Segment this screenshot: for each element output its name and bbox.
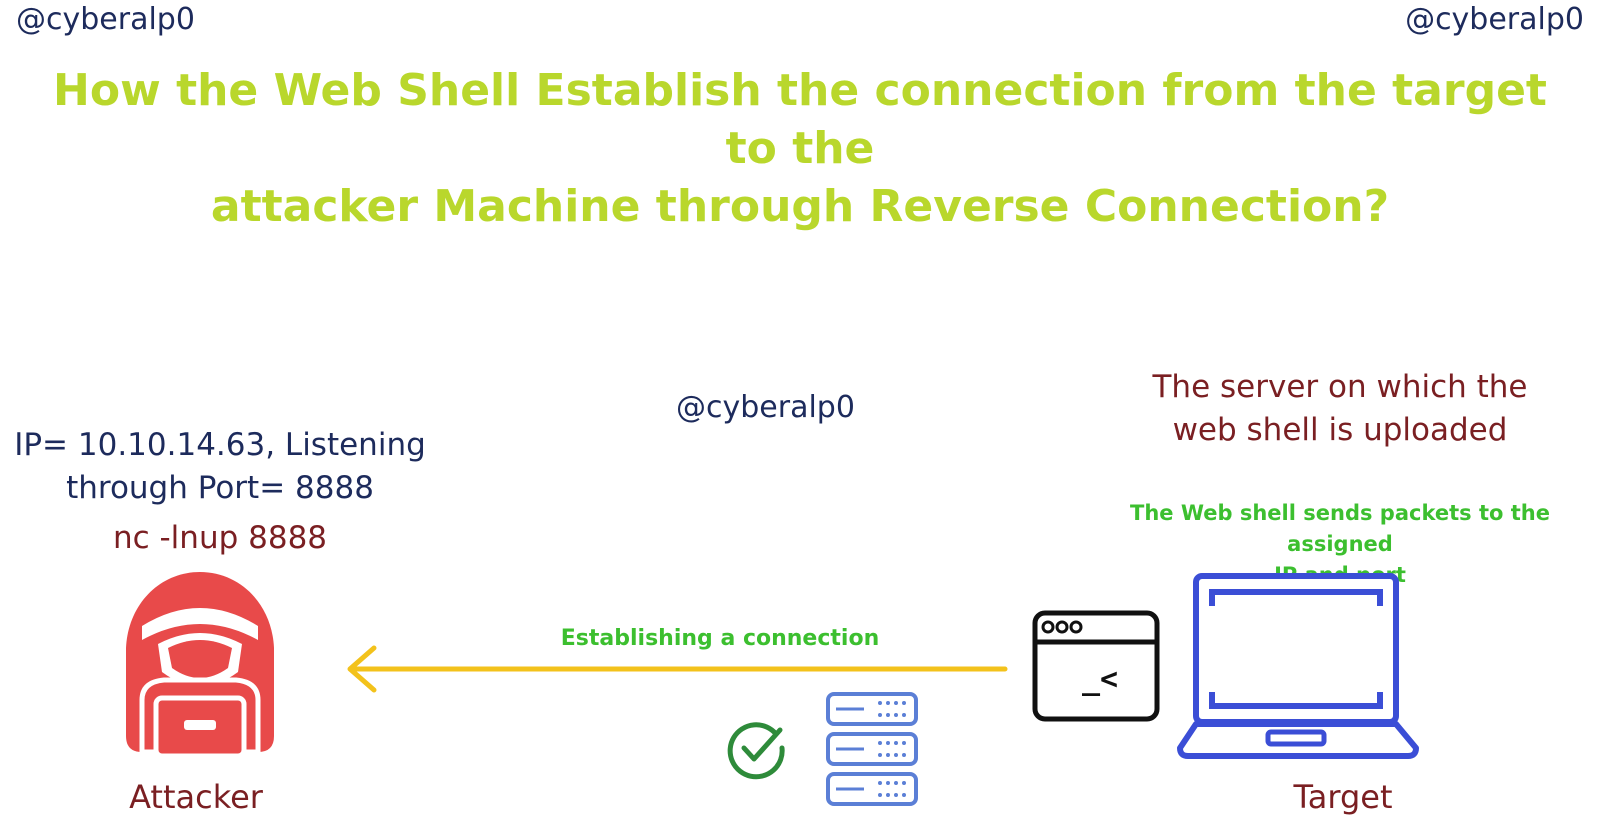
laptop-icon	[1177, 573, 1419, 759]
packets-note-line-1: The Web shell sends packets to the assig…	[1130, 501, 1550, 556]
target-label: Target	[1293, 778, 1393, 816]
attacker-ip-line: IP= 10.10.14.63, Listening	[14, 427, 426, 463]
title-line-1: How the Web Shell Establish the connecti…	[53, 65, 1547, 174]
attacker-info: IP= 10.10.14.63, Listening through Port=…	[0, 424, 440, 510]
attacker-port-line: through Port= 8888	[66, 470, 374, 506]
title-line-2: attacker Machine through Reverse Connect…	[210, 181, 1390, 232]
terminal-prompt: _<	[1082, 662, 1119, 697]
terminal-window-icon: _<	[1032, 610, 1160, 722]
attacker-label: Attacker	[129, 778, 263, 816]
watermark-center: @cyberalp0	[676, 390, 855, 425]
watermark-top-right: @cyberalp0	[1405, 2, 1584, 37]
check-circle-icon	[727, 722, 785, 780]
hacker-icon	[126, 572, 274, 759]
server-note: The server on which the web shell is upl…	[1120, 366, 1560, 452]
server-note-line-2: web shell is uploaded	[1172, 412, 1508, 448]
diagram-title: How the Web Shell Establish the connecti…	[40, 62, 1560, 236]
packets-note: The Web shell sends packets to the assig…	[1080, 498, 1600, 591]
server-rack-icon	[826, 692, 918, 806]
connection-label: Establishing a connection	[560, 626, 880, 651]
arrow-left-icon	[347, 645, 1008, 693]
server-note-line-1: The server on which the	[1152, 369, 1528, 405]
listener-command: nc -lnup 8888	[112, 520, 328, 556]
watermark-top-left: @cyberalp0	[16, 2, 195, 37]
terminal-frame-icon	[1032, 610, 1160, 722]
